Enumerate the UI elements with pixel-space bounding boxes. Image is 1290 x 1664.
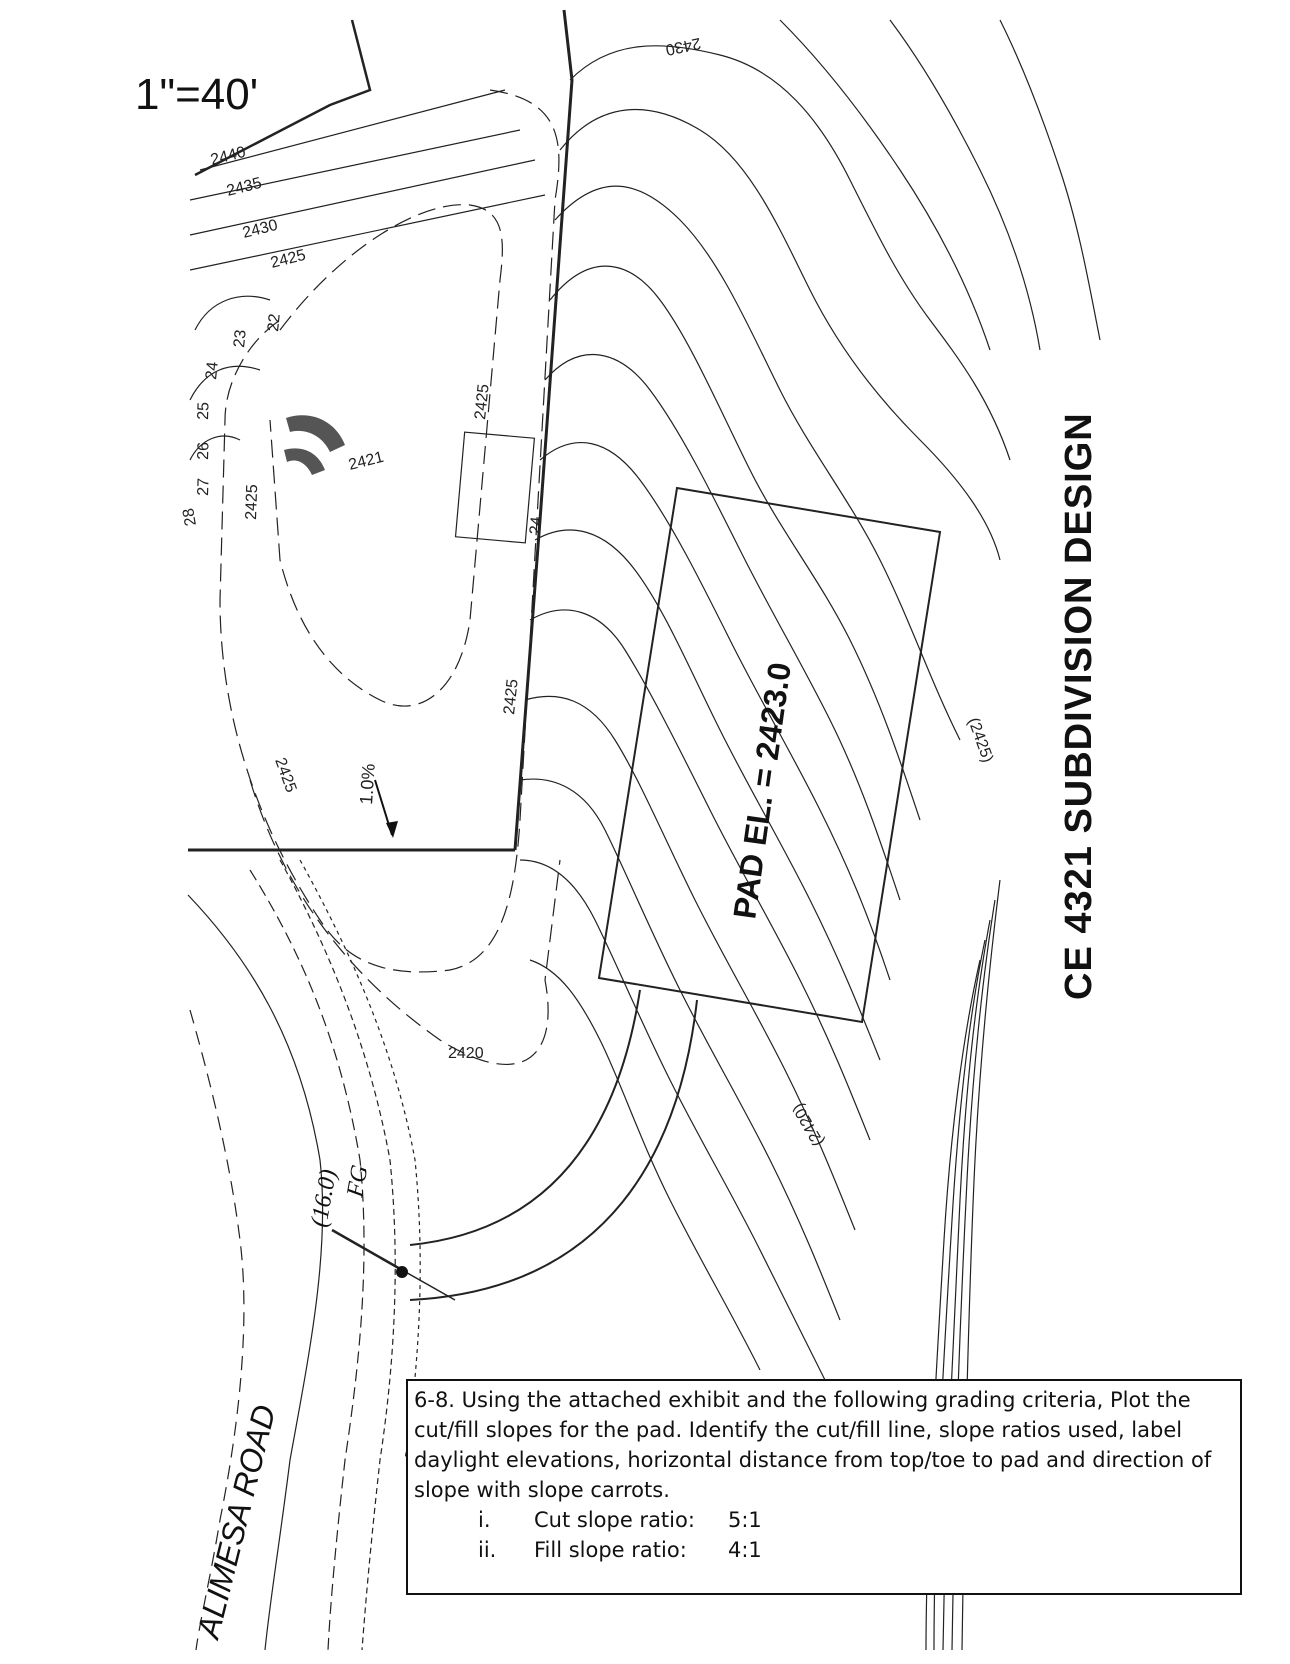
driveway	[409, 989, 641, 1246]
problem-text: 6-8. Using the attached exhibit and the …	[414, 1388, 1212, 1502]
existing-contour	[999, 19, 1101, 341]
contour-label-2430-top: 2430	[664, 34, 702, 58]
contour-label-2425: 2425	[269, 247, 308, 272]
fg-point-marker	[396, 1266, 408, 1278]
fg-note-label: FG	[342, 1163, 373, 1200]
proposed-contour	[249, 779, 561, 1065]
existing-contour	[554, 185, 961, 741]
rock-hatch	[284, 415, 345, 475]
problem-statement-box: 6-8. Using the attached exhibit and the …	[406, 1379, 1242, 1595]
criteria-value: 4:1	[728, 1538, 762, 1562]
existing-contour	[549, 265, 921, 821]
road-edge	[249, 869, 365, 1651]
proposed-contour	[269, 204, 503, 707]
contour-label-26: 26	[195, 442, 213, 460]
sheet-title: CE 4321 SUBDIVISION DESIGN	[1058, 412, 1100, 1000]
existing-contour	[779, 19, 991, 351]
contour-label-2440: 2440	[209, 144, 248, 169]
contour-label-2421: 2421	[347, 449, 386, 474]
contour-label-24: 24	[203, 361, 222, 381]
contour-label-2425: 2425	[472, 383, 493, 420]
proposed-contour	[219, 89, 560, 973]
contour-label-2420: 2420	[448, 1045, 484, 1062]
road-name-label: ALIMESA ROAD	[189, 1401, 282, 1643]
existing-contour	[529, 609, 871, 1141]
fg-leader	[401, 1269, 456, 1301]
criteria-value: 5:1	[728, 1508, 762, 1532]
proposed-contour	[189, 365, 261, 401]
proposed-contour	[189, 435, 241, 461]
pad-elevation-label: PAD EL. = 2423.0	[726, 660, 798, 921]
contour-label-2435: 2435	[225, 175, 264, 200]
proposed-contour	[199, 89, 506, 171]
existing-contour	[519, 778, 841, 1321]
existing-contour	[529, 959, 761, 1371]
scale-label: 1"=40'	[135, 70, 259, 119]
contour-label-25: 25	[195, 402, 213, 420]
contour-label-2425-existing: (2425)	[964, 716, 996, 765]
existing-contour	[889, 19, 1041, 351]
contour-label-2425: 2425	[501, 678, 522, 715]
contour-label-23: 23	[231, 329, 250, 349]
fg-value-label: (16.0)	[306, 1167, 342, 1229]
contour-label-2425: 2425	[243, 484, 261, 520]
road-edge	[187, 894, 324, 1651]
existing-contour	[559, 108, 1001, 561]
proposed-contour	[189, 194, 546, 271]
existing-contour	[524, 695, 856, 1231]
criteria-row-fill: ii. Fill slope ratio: 4:1	[414, 1535, 1234, 1565]
contour-label-27: 27	[195, 478, 213, 496]
contour-label-2420-existing: (2420)	[790, 1100, 828, 1149]
criteria-label: Cut slope ratio:	[534, 1508, 695, 1532]
criteria-row-cut: i. Cut slope ratio: 5:1	[414, 1505, 1234, 1535]
contour-label-2425: 2425	[271, 756, 299, 795]
proposed-contour	[189, 159, 536, 236]
criteria-number: i.	[478, 1508, 491, 1532]
road-edge	[189, 1009, 245, 1651]
property-line	[513, 9, 574, 851]
proposed-contour	[189, 129, 521, 201]
contour-label-2430: 2430	[241, 217, 280, 242]
existing-contour	[519, 859, 831, 1391]
existing-contour	[539, 442, 891, 981]
property-line	[194, 19, 372, 177]
driveway	[409, 999, 698, 1301]
existing-contour	[569, 45, 1011, 461]
criteria-label: Fill slope ratio:	[534, 1538, 687, 1562]
contour-label-28: 28	[180, 507, 200, 528]
fg-leader	[331, 1228, 403, 1272]
criteria-number: ii.	[478, 1538, 497, 1562]
existing-contour	[544, 354, 901, 901]
proposed-contour	[194, 295, 271, 331]
slope-label: 1.0%	[356, 763, 379, 805]
road-edge	[299, 859, 421, 1461]
existing-contour	[534, 529, 881, 1061]
inlet-structure	[454, 431, 536, 544]
building-pad	[597, 486, 942, 1024]
road-edge	[279, 859, 396, 1651]
contour-label-24: 24	[527, 516, 546, 536]
contour-label-22: 22	[265, 313, 284, 333]
slope-arrowhead	[386, 821, 398, 838]
